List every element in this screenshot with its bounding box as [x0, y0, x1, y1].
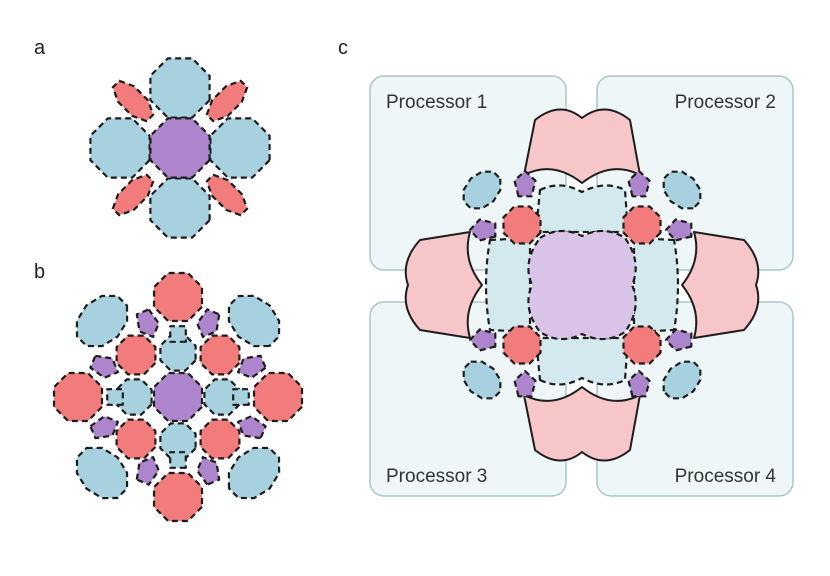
- panel-b-tiling: [52, 271, 304, 523]
- purple-quad-tile: [627, 369, 651, 398]
- blue-oval-tile: [662, 170, 702, 210]
- red-link-tile: [111, 79, 155, 123]
- red-octagon-tile: [115, 334, 157, 376]
- red-link-tile: [205, 79, 249, 123]
- purple-quad-tile: [468, 218, 497, 242]
- light-blue-tile-left: [484, 236, 532, 334]
- light-blue-tile-bottom: [534, 336, 630, 386]
- purple-quad-tile: [237, 354, 267, 379]
- purple-quad-tile: [196, 308, 221, 338]
- panel-b-label: b: [34, 261, 45, 283]
- purple-quad-tile: [135, 456, 160, 486]
- blue-oval-tile: [227, 446, 281, 500]
- red-octagon-tile: [502, 325, 542, 365]
- purple-quad-tile: [237, 415, 267, 440]
- processor-2-label: Processor 2: [675, 92, 776, 113]
- red-octagon-tile: [502, 205, 542, 245]
- blue-octagon-tile: [149, 57, 211, 119]
- blue-square-tile: [159, 334, 197, 372]
- red-link-tile: [111, 173, 155, 217]
- purple-octagon-tile: [149, 117, 211, 179]
- red-octagon-tile: [152, 471, 204, 523]
- panel-c-tiling: [404, 108, 760, 462]
- purple-quad-tile: [135, 308, 160, 338]
- purple-quad-tile: [664, 218, 693, 242]
- purple-quad-tile: [196, 456, 221, 486]
- red-octagon-tile: [622, 325, 662, 365]
- blue-square-tile: [159, 422, 197, 460]
- blue-square-tile: [203, 378, 241, 416]
- red-octagon-tile: [115, 418, 157, 460]
- purple-quad-tile: [468, 328, 497, 352]
- blue-small-tile: [232, 388, 250, 406]
- panel-a-tiling: [89, 57, 271, 239]
- light-blue-tile-top: [534, 184, 630, 234]
- blue-small-tile: [169, 325, 187, 343]
- red-octagon-tile: [622, 205, 662, 245]
- panel-a-label: a: [34, 37, 46, 59]
- blue-oval-tile: [75, 294, 129, 348]
- blue-oval-tile: [75, 446, 129, 500]
- processor-4-label: Processor 4: [675, 466, 777, 487]
- blue-oval-tile: [462, 360, 502, 400]
- red-octagon-tile: [252, 371, 304, 423]
- purple-quad-tile: [513, 169, 537, 198]
- red-octagon-tile: [199, 418, 241, 460]
- purple-quad-tile: [513, 369, 537, 398]
- blue-square-tile: [115, 378, 153, 416]
- purple-quad-tile: [89, 354, 120, 379]
- blue-octagon-tile: [149, 177, 211, 239]
- processor-1-label: Processor 1: [386, 92, 487, 113]
- red-octagon-tile: [199, 334, 241, 376]
- blue-octagon-tile: [209, 117, 271, 179]
- light-red-lobe-right: [681, 231, 760, 339]
- blue-oval-tile: [662, 360, 702, 400]
- red-link-tile: [205, 173, 249, 217]
- light-purple-core-tile: [527, 229, 637, 341]
- purple-octagon-tile: [152, 371, 204, 423]
- blue-small-tile: [106, 388, 124, 406]
- red-octagon-tile: [52, 371, 104, 423]
- blue-oval-tile: [462, 170, 502, 210]
- processor-3-label: Processor 3: [386, 466, 487, 487]
- purple-quad-tile: [627, 169, 651, 198]
- blue-oval-tile: [227, 294, 281, 348]
- purple-quad-tile: [89, 415, 120, 440]
- blue-small-tile: [169, 451, 187, 469]
- panel-c-label: c: [338, 37, 348, 59]
- red-octagon-tile: [152, 271, 204, 323]
- purple-quad-tile: [664, 328, 693, 352]
- blue-octagon-tile: [89, 117, 151, 179]
- light-red-lobe-left: [404, 231, 483, 339]
- light-blue-tile-right: [632, 236, 680, 334]
